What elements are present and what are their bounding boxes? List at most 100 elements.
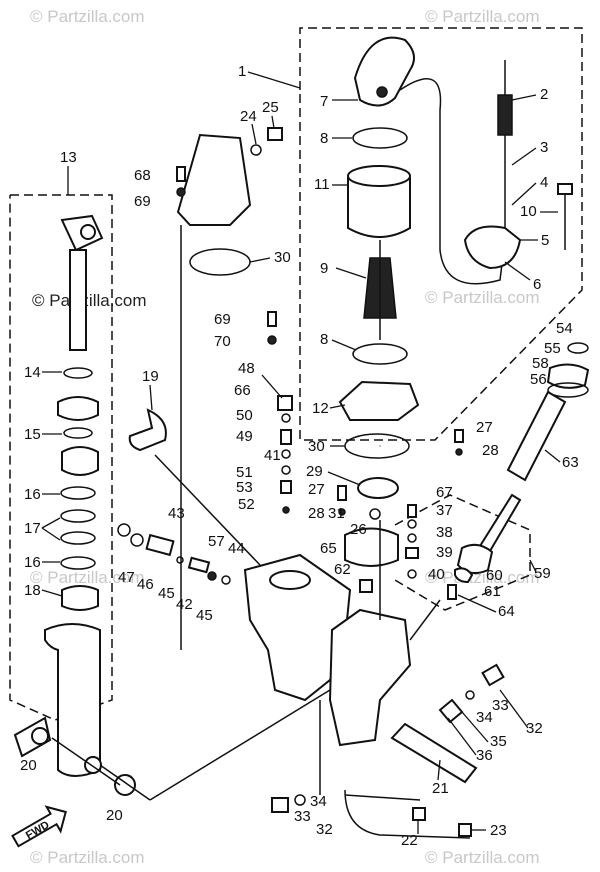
backup-ring-17a bbox=[60, 509, 96, 523]
callout: 24 bbox=[240, 108, 257, 125]
ring-47 bbox=[130, 533, 144, 547]
cylinder-cap bbox=[61, 585, 99, 611]
leader-32 bbox=[499, 689, 529, 729]
bolt-27b bbox=[337, 485, 347, 501]
callout: 49 bbox=[236, 428, 253, 445]
callout: 28 bbox=[482, 442, 499, 459]
pin-26 bbox=[369, 508, 381, 520]
ring-44 bbox=[207, 571, 217, 581]
bolt-head bbox=[557, 183, 573, 195]
callout: 33 bbox=[294, 808, 311, 825]
plug-67 bbox=[277, 395, 293, 411]
guide-line bbox=[51, 737, 121, 786]
callout: 12 bbox=[312, 400, 329, 417]
o-ring-30 bbox=[344, 433, 410, 459]
washer-62 bbox=[454, 567, 474, 584]
callout: 31 bbox=[328, 505, 345, 522]
o-ring-16b bbox=[60, 556, 96, 570]
tilt-rod bbox=[69, 249, 87, 351]
bolt-69b bbox=[267, 311, 277, 327]
fwd-label: FWD bbox=[24, 819, 52, 842]
leader-29 bbox=[327, 471, 361, 486]
callout: 69 bbox=[214, 311, 231, 328]
callout: 1 bbox=[238, 63, 246, 80]
callout: 58 bbox=[532, 355, 549, 372]
tilt-parts bbox=[344, 342, 590, 839]
callout: 4 bbox=[540, 174, 548, 191]
leader-21 bbox=[437, 759, 441, 781]
callout: 37 bbox=[436, 502, 453, 519]
valve-39 bbox=[405, 547, 419, 559]
callout: 69 bbox=[134, 193, 151, 210]
ring-53 bbox=[282, 506, 290, 514]
callout: 60 bbox=[486, 567, 503, 584]
callout: 66 bbox=[234, 382, 251, 399]
callout: 62 bbox=[334, 561, 351, 578]
callout: 30 bbox=[308, 438, 325, 455]
o-ring-16 bbox=[60, 486, 96, 500]
plug-63 bbox=[359, 579, 373, 593]
callout: 70 bbox=[214, 333, 231, 350]
washer-28 bbox=[455, 448, 463, 456]
washer-70b bbox=[267, 335, 277, 345]
callout: 53 bbox=[236, 479, 253, 496]
callout: 29 bbox=[306, 463, 323, 480]
fwd-arrow-badge: FWD bbox=[11, 805, 67, 848]
fitting-36 bbox=[438, 698, 464, 724]
ring-38 bbox=[407, 533, 417, 543]
leader-25 bbox=[271, 115, 275, 129]
hose-19 bbox=[128, 408, 167, 452]
callout: 30 bbox=[274, 249, 291, 266]
callout: 34 bbox=[310, 793, 327, 810]
pump-body bbox=[176, 133, 412, 747]
fitting-33b bbox=[271, 797, 289, 813]
leader-6 bbox=[504, 261, 531, 281]
guide-lines bbox=[51, 225, 441, 801]
pipe-22 bbox=[344, 789, 471, 839]
backup-ring-17b bbox=[60, 531, 96, 545]
callout: 13 bbox=[60, 149, 77, 166]
wire-sleeve bbox=[497, 94, 513, 136]
guide-line bbox=[409, 599, 441, 641]
motor-parts bbox=[338, 36, 573, 459]
callout: 52 bbox=[238, 496, 255, 513]
leader-17b bbox=[41, 527, 61, 541]
ring-45 bbox=[221, 575, 231, 585]
callout: 16 bbox=[24, 486, 41, 503]
o-ring-57 bbox=[547, 382, 589, 398]
washer-24 bbox=[250, 144, 262, 156]
bolt-68 bbox=[407, 504, 417, 518]
watermark: © Partzilla.com bbox=[425, 848, 540, 867]
callout: 11 bbox=[314, 176, 330, 193]
callout: 8 bbox=[320, 130, 328, 147]
watermark: © Partzilla.com bbox=[425, 288, 540, 307]
yoke-top bbox=[347, 165, 411, 187]
callout: 59 bbox=[534, 565, 551, 582]
callout: 63 bbox=[562, 454, 579, 471]
valve-43 bbox=[187, 556, 211, 574]
callout: 38 bbox=[436, 524, 453, 541]
brush-holder bbox=[338, 380, 420, 421]
ring-37 bbox=[407, 519, 417, 529]
callout: 23 bbox=[490, 822, 507, 839]
ball-42 bbox=[176, 556, 184, 564]
ring-40 bbox=[407, 569, 417, 579]
callout: 57 bbox=[208, 533, 225, 550]
ball-41 bbox=[281, 449, 291, 459]
leader-24 bbox=[251, 123, 257, 145]
leader-64 bbox=[544, 449, 561, 463]
washer-55 bbox=[567, 342, 589, 354]
bolt-27 bbox=[454, 429, 464, 443]
callout: 25 bbox=[262, 99, 279, 116]
manifold-66 bbox=[344, 527, 399, 567]
guide-line bbox=[149, 689, 331, 801]
leader-3 bbox=[511, 147, 537, 166]
callout: 9 bbox=[320, 260, 328, 277]
o-ring-15 bbox=[63, 427, 93, 439]
o-ring-14 bbox=[63, 367, 93, 379]
callout: 45 bbox=[158, 585, 175, 602]
callout: 18 bbox=[24, 582, 41, 599]
leader-19 bbox=[149, 384, 153, 411]
leader-35 bbox=[461, 711, 489, 743]
callout: 41 bbox=[264, 447, 281, 464]
